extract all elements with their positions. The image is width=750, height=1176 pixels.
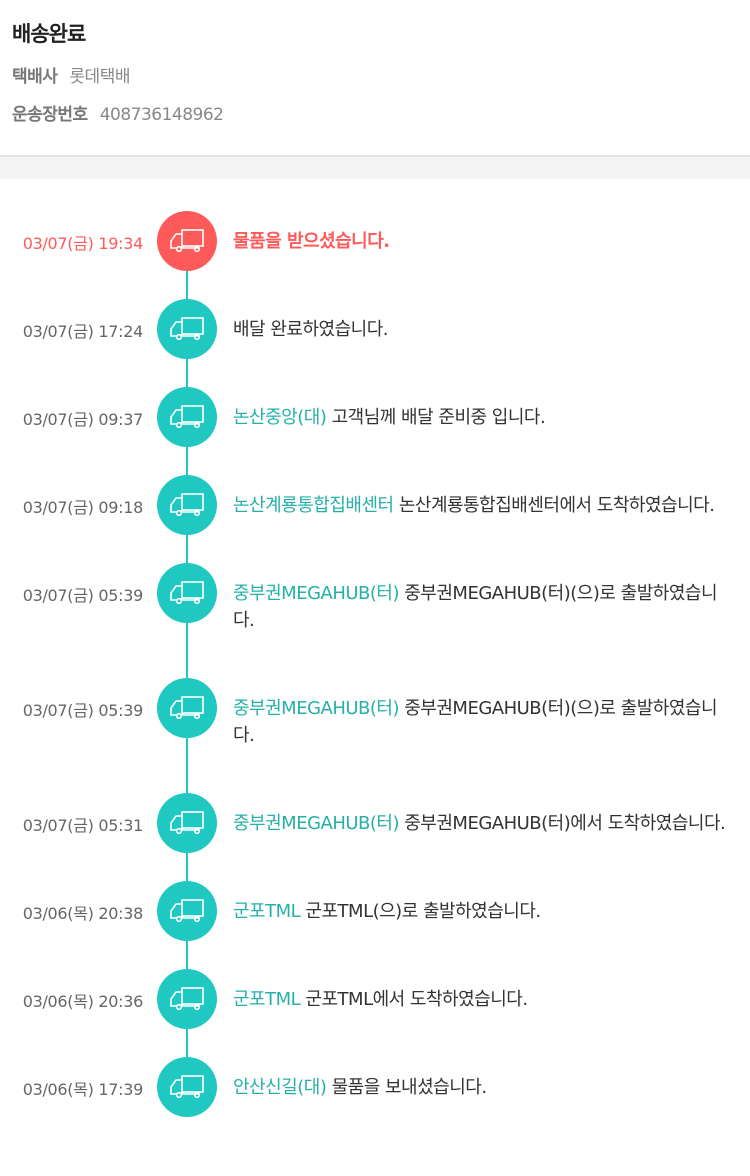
- timeline-item: 03/07(금) 09:18 논산계룡통합집배센터 논산계룡통합집배센터에서 도…: [0, 475, 750, 563]
- timeline-item: 03/07(금) 05:31 중부권MEGAHUB(터) 중부권MEGAHUB(…: [0, 793, 750, 881]
- event-date: 03/07(금) 17:24: [22, 322, 144, 341]
- event-text: 군포TML 군포TML에서 도착하였습니다.: [233, 986, 736, 1013]
- event-message: 군포TML에서 도착하였습니다.: [305, 989, 528, 1010]
- carrier-label: 택배사: [12, 67, 58, 87]
- event-location: 중부권MEGAHUB(터): [233, 698, 400, 719]
- truck-icon: [157, 793, 217, 853]
- event-message: 고객님께 배달 준비중 입니다.: [331, 407, 546, 428]
- event-text: 중부권MEGAHUB(터) 중부권MEGAHUB(터)(으)로 출발하였습니다.: [233, 695, 736, 749]
- truck-icon: [157, 969, 217, 1029]
- carrier-info: 택배사 롯데택배: [12, 62, 738, 87]
- status-title: 배송완료: [12, 22, 86, 46]
- tracking-label: 운송장번호: [12, 105, 88, 125]
- timeline-connector: [186, 271, 188, 299]
- event-location: 논산계룡통합집배센터: [233, 495, 394, 516]
- tracking-timeline: 03/07(금) 19:34 물품을 받으셨습니다.03/07(금) 17:24…: [0, 179, 750, 1121]
- event-date: 03/06(목) 17:39: [22, 1080, 144, 1099]
- tracking-number: 408736148962: [99, 105, 224, 125]
- truck-icon: [157, 881, 217, 941]
- timeline-item: 03/07(금) 05:39 중부권MEGAHUB(터) 중부권MEGAHUB(…: [0, 678, 750, 793]
- event-date: 03/07(금) 09:37: [22, 410, 144, 429]
- event-text: 논산중앙(대) 고객님께 배달 준비중 입니다.: [233, 404, 736, 431]
- event-text: 군포TML 군포TML(으)로 출발하였습니다.: [233, 898, 736, 925]
- timeline-connector: [186, 623, 188, 678]
- event-location: 논산중앙(대): [233, 407, 327, 428]
- event-message: 논산계룡통합집배센터에서 도착하였습니다.: [398, 495, 715, 516]
- event-text: 논산계룡통합집배센터 논산계룡통합집배센터에서 도착하였습니다.: [233, 492, 736, 519]
- timeline-item: 03/07(금) 17:24 배달 완료하였습니다.: [0, 299, 750, 387]
- section-divider: [0, 157, 750, 179]
- event-message: 배달 완료하였습니다.: [233, 319, 388, 340]
- timeline-item: 03/07(금) 19:34 물품을 받으셨습니다.: [0, 211, 750, 299]
- event-date: 03/06(목) 20:38: [22, 904, 144, 923]
- event-location: 안산신길(대): [233, 1077, 327, 1098]
- event-location: 군포TML: [233, 989, 301, 1010]
- event-message: 물품을 보내셨습니다.: [331, 1077, 487, 1098]
- event-date: 03/07(금) 19:34: [22, 234, 144, 253]
- timeline-connector: [186, 535, 188, 563]
- truck-icon: [157, 299, 217, 359]
- timeline-connector: [186, 941, 188, 969]
- event-date: 03/07(금) 05:31: [22, 816, 144, 835]
- truck-icon: [157, 1057, 217, 1117]
- event-date: 03/06(목) 20:36: [22, 992, 144, 1011]
- event-message: 중부권MEGAHUB(터)(으)로 출발하였습니다.: [233, 698, 718, 746]
- event-location: 중부권MEGAHUB(터): [233, 813, 400, 834]
- event-text: 배달 완료하였습니다.: [233, 316, 736, 343]
- event-location: 중부권MEGAHUB(터): [233, 583, 400, 604]
- tracking-info: 운송장번호 408736148962: [12, 100, 738, 125]
- timeline-item: 03/07(금) 05:39 중부권MEGAHUB(터) 중부권MEGAHUB(…: [0, 563, 750, 678]
- event-text: 물품을 받으셨습니다.: [233, 228, 736, 255]
- timeline-item: 03/06(목) 20:36 군포TML 군포TML에서 도착하였습니다.: [0, 969, 750, 1057]
- timeline-connector: [186, 1029, 188, 1057]
- event-text: 중부권MEGAHUB(터) 중부권MEGAHUB(터)(으)로 출발하였습니다.: [233, 580, 736, 634]
- truck-icon: [157, 211, 217, 271]
- event-text: 중부권MEGAHUB(터) 중부권MEGAHUB(터)에서 도착하였습니다.: [233, 810, 736, 837]
- timeline-item: 03/06(목) 17:39 안산신길(대) 물품을 보내셨습니다.: [0, 1057, 750, 1121]
- timeline-connector: [186, 738, 188, 793]
- truck-icon: [157, 387, 217, 447]
- timeline-connector: [186, 359, 188, 387]
- truck-icon: [157, 678, 217, 738]
- timeline-connector: [186, 447, 188, 475]
- event-message: 물품을 받으셨습니다.: [233, 231, 390, 252]
- event-message: 군포TML(으)로 출발하였습니다.: [305, 901, 541, 922]
- truck-icon: [157, 475, 217, 535]
- event-date: 03/07(금) 09:18: [22, 498, 144, 517]
- event-text: 안산신길(대) 물품을 보내셨습니다.: [233, 1074, 736, 1101]
- event-message: 중부권MEGAHUB(터)(으)로 출발하였습니다.: [233, 583, 718, 631]
- timeline-connector: [186, 853, 188, 881]
- event-date: 03/07(금) 05:39: [22, 586, 144, 605]
- timeline-item: 03/07(금) 09:37 논산중앙(대) 고객님께 배달 준비중 입니다.: [0, 387, 750, 475]
- timeline-item: 03/06(목) 20:38 군포TML 군포TML(으)로 출발하였습니다.: [0, 881, 750, 969]
- event-message: 중부권MEGAHUB(터)에서 도착하였습니다.: [404, 813, 726, 834]
- event-location: 군포TML: [233, 901, 301, 922]
- delivery-header: 배송완료 택배사 롯데택배 운송장번호 408736148962: [0, 0, 750, 157]
- truck-icon: [157, 563, 217, 623]
- carrier-value: 롯데택배: [69, 67, 130, 87]
- event-date: 03/07(금) 05:39: [22, 701, 144, 720]
